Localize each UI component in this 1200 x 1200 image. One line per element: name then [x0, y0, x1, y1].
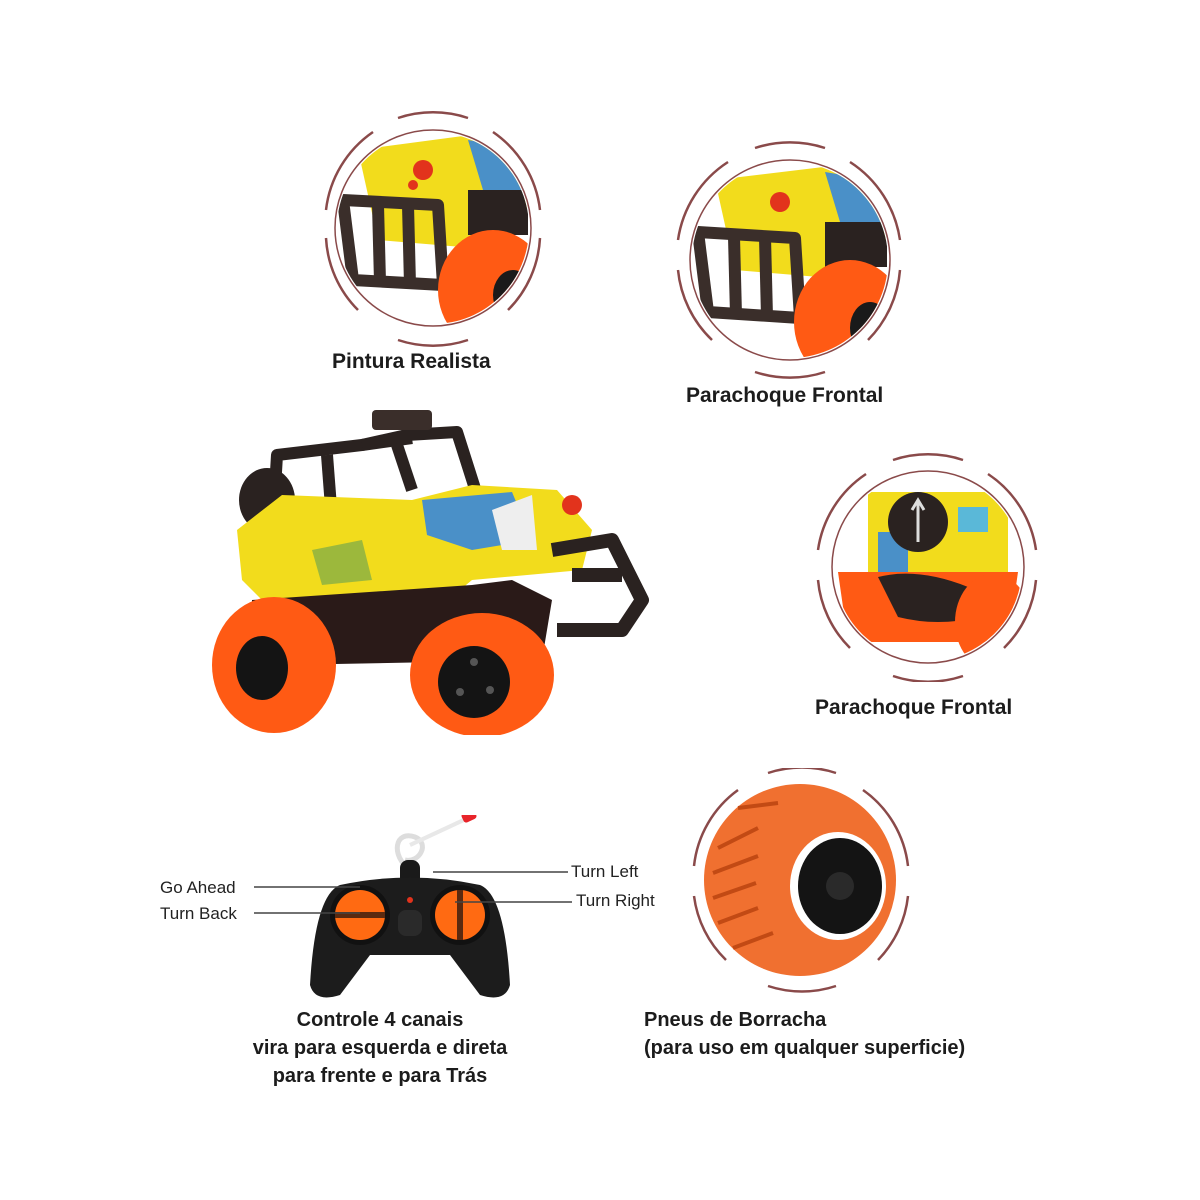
feature-caption-bumper-top: Parachoque Frontal: [686, 384, 884, 407]
label-turn-back: Turn Back: [160, 904, 237, 923]
feature-caption-bumper-side: Parachoque Frontal: [815, 696, 1013, 719]
remote-controller-image: [300, 815, 520, 1005]
label-turn-left: Turn Left: [571, 862, 639, 881]
monster-truck-image: [212, 400, 657, 735]
detail-paint-image: [318, 110, 548, 350]
label-turn-right: Turn Right: [576, 891, 655, 910]
detail-tire-image: [688, 768, 913, 993]
controller-description-line-1: Controle 4 canais: [296, 1009, 464, 1031]
tires-description-line-2: (para uso em qualquer superficie): [644, 1037, 966, 1059]
detail-bumper-side-image: [808, 452, 1048, 682]
controller-description-line-3: para frente e para Trás: [272, 1065, 488, 1087]
controller-description: Controle 4 canais vira para esquerda e d…: [225, 1006, 535, 1090]
controller-description-line-2: vira para esquerda e direta: [252, 1037, 508, 1059]
controller-callout-lines: [254, 871, 572, 914]
feature-caption-paint: Pintura Realista: [332, 350, 491, 373]
tires-description-line-1: Pneus de Borracha: [644, 1009, 827, 1031]
label-go-ahead: Go Ahead: [160, 878, 236, 897]
tires-description: Pneus de Borracha (para uso em qualquer …: [644, 1006, 965, 1062]
detail-bumper-top-image: [670, 140, 910, 380]
